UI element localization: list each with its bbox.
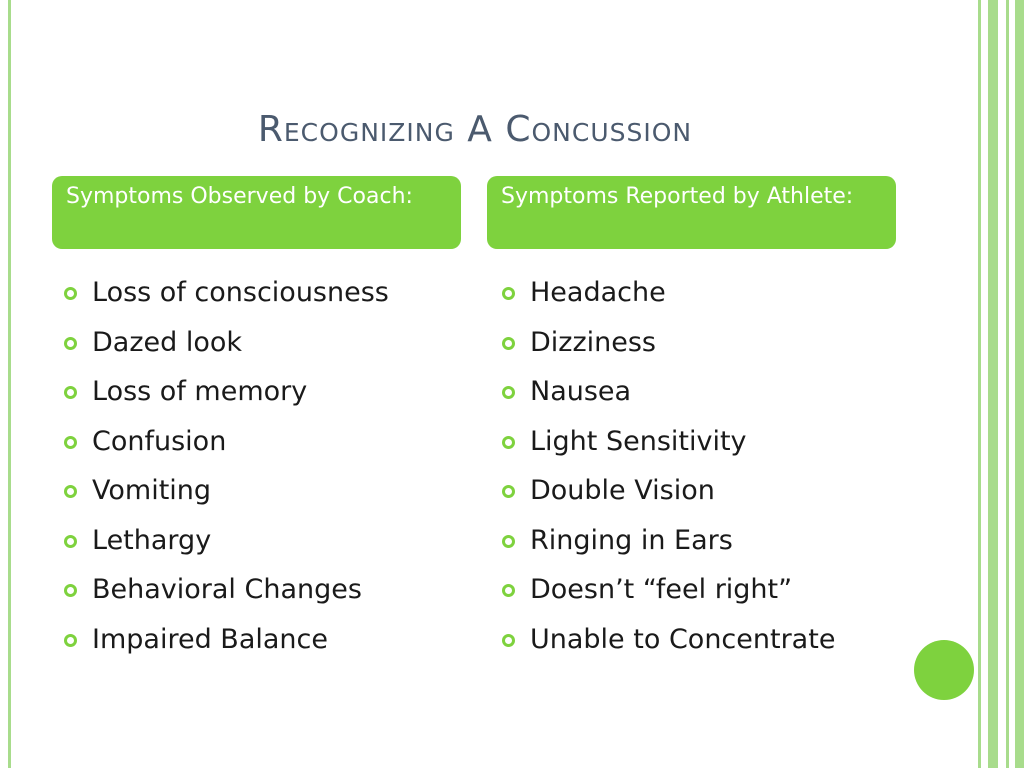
list-item-text: Dazed look (92, 326, 243, 358)
list-item-text: Headache (530, 277, 666, 308)
list-item: Unable to Concentrate (500, 615, 910, 665)
list-item: Double Vision (500, 466, 910, 516)
list-item-text: Lethargy (92, 524, 212, 556)
list-item-text: Loss of consciousness (92, 277, 389, 308)
list-item: Light Sensitivity (500, 417, 910, 467)
list-item-text: Double Vision (530, 475, 715, 506)
list-item: Doesn’t “feel right” (500, 565, 910, 615)
list-item: Lethargy (62, 516, 462, 566)
list-item-text: Impaired Balance (92, 623, 328, 655)
circle-bullet-icon (502, 435, 515, 449)
list-item-text: Dizziness (530, 326, 656, 358)
circle-bullet-icon (502, 485, 515, 498)
right-border-stripe (978, 0, 981, 768)
circle-bullet-icon (502, 534, 515, 548)
circle-bullet-icon (64, 435, 77, 449)
circle-bullet-icon (502, 633, 515, 647)
list-item-text: Behavioral Changes (92, 574, 362, 605)
list-item: Loss of memory (62, 367, 462, 417)
circle-bullet-icon (64, 633, 77, 647)
circle-bullet-icon (64, 287, 77, 300)
left-column-header: Symptoms Observed by Coach: (52, 176, 461, 249)
list-item-text: Vomiting (92, 475, 212, 506)
list-item: Headache (500, 268, 910, 318)
right-border-stripe (1006, 0, 1009, 768)
list-item: Ringing in Ears (500, 516, 910, 566)
right-column-header: Symptoms Reported by Athlete: (487, 176, 896, 249)
circle-bullet-icon (502, 386, 515, 399)
list-item: Dazed look (62, 318, 462, 368)
circle-bullet-icon (502, 287, 515, 300)
circle-bullet-icon (64, 584, 77, 597)
slide-title: Recognizing A Concussion (257, 109, 693, 150)
list-item-text: Loss of memory (92, 376, 308, 407)
circle-bullet-icon (64, 386, 77, 399)
list-item: Nausea (500, 367, 910, 417)
list-item-text: Ringing in Ears (530, 524, 733, 556)
circle-bullet-icon (502, 584, 515, 597)
list-item-text: Confusion (92, 425, 227, 457)
list-item-text: Light Sensitivity (530, 425, 747, 457)
list-item: Confusion (62, 417, 462, 467)
right-border-stripe (988, 0, 998, 768)
coach-observed-symptoms-list: Loss of consciousness Dazed look Loss of… (62, 268, 462, 664)
list-item: Behavioral Changes (62, 565, 462, 615)
athlete-reported-symptoms-list: Headache Dizziness Nausea Light Sensitiv… (500, 268, 910, 664)
circle-bullet-icon (64, 534, 77, 548)
list-item: Dizziness (500, 318, 910, 368)
decorative-circle (914, 640, 974, 700)
right-border-stripe (1015, 0, 1024, 768)
circle-bullet-icon (64, 336, 77, 350)
circle-bullet-icon (64, 485, 77, 498)
list-item-text: Nausea (530, 376, 632, 407)
list-item: Loss of consciousness (62, 268, 462, 318)
list-item-text: Unable to Concentrate (530, 623, 836, 655)
list-item-text: Doesn’t “feel right” (530, 574, 793, 605)
list-item: Vomiting (62, 466, 462, 516)
left-border-stripe (8, 0, 11, 768)
circle-bullet-icon (502, 336, 515, 350)
list-item: Impaired Balance (62, 615, 462, 665)
